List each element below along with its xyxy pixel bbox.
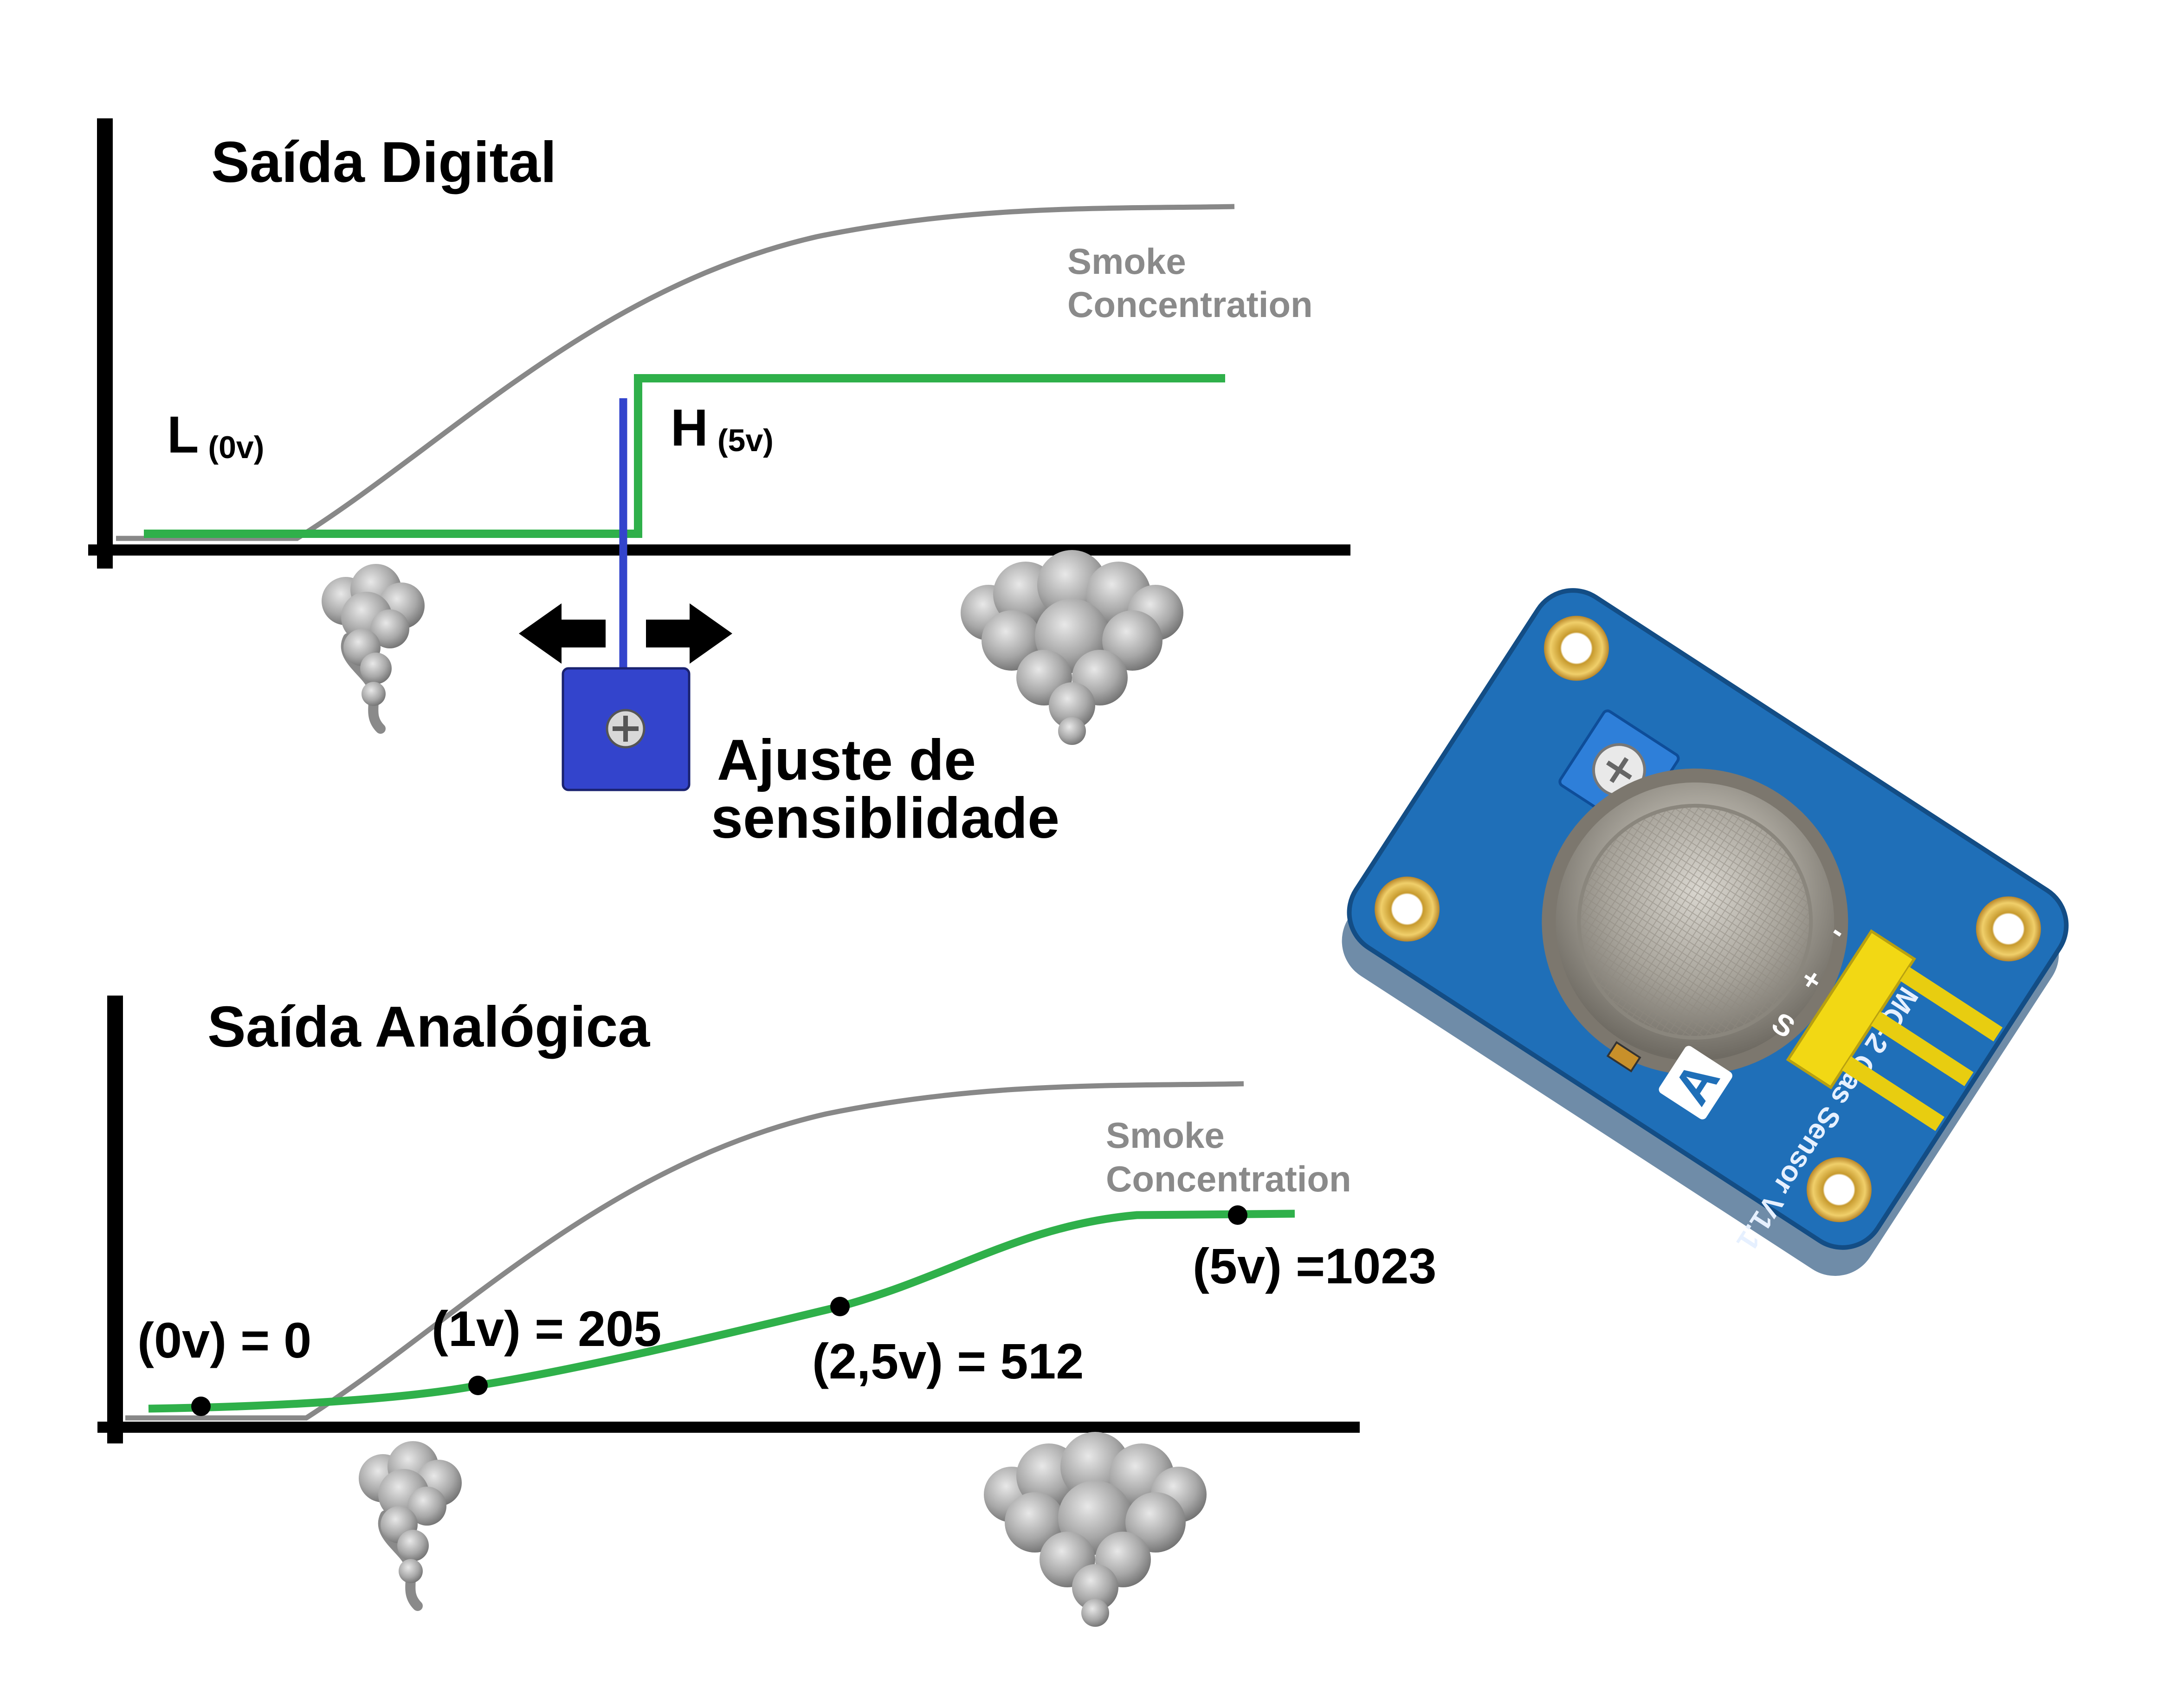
gas-sensor-cap [1542, 768, 1848, 1075]
analog-title: Saída Analógica [207, 995, 650, 1059]
analog-point-5v [1228, 1205, 1247, 1225]
mount-hole [1976, 896, 2041, 962]
low-level-label: L(0v) [167, 406, 264, 465]
digital-smoke-label-line2: Concentration [1067, 284, 1313, 325]
smoke-cloud-light [322, 564, 425, 729]
sensitivity-arrows [519, 603, 732, 664]
analog-output-chart: Saída Analógica Smoke Concentration (0v)… [97, 995, 1436, 1627]
smoke-cloud-heavy-analog [984, 1432, 1207, 1627]
smoke-cloud-heavy [961, 550, 1183, 745]
digital-smoke-curve [116, 204, 1235, 541]
mount-hole [1543, 615, 1609, 681]
sensitivity-adjust-label-line1: Ajuste de [717, 728, 976, 792]
analog-label-0v: (0v) = 0 [137, 1312, 311, 1368]
sensitivity-adjust-label-line2: sensiblidade [711, 786, 1059, 850]
analog-label-2-5v: (2,5v) = 512 [812, 1333, 1084, 1389]
arrow-right-icon [646, 603, 732, 664]
digital-output-chart: Saída Digital Smoke Concentration L(0v) … [88, 118, 1350, 850]
analog-point-0v [191, 1397, 211, 1416]
high-level-label: H(5v) [671, 399, 774, 458]
digital-output-signal [144, 374, 1225, 538]
mount-hole [1807, 1157, 1872, 1223]
digital-smoke-label-line1: Smoke [1067, 241, 1186, 282]
arrow-left-icon [519, 603, 606, 664]
digital-title: Saída Digital [211, 130, 556, 194]
analog-smoke-label-line2: Concentration [1106, 1158, 1351, 1199]
smd-component [1606, 1041, 1641, 1073]
mount-hole [1375, 876, 1440, 942]
potentiometer-knob[interactable] [562, 667, 691, 791]
low-level-sub: (0v) [208, 430, 264, 465]
analog-output-signal [148, 1210, 1295, 1413]
high-level-sub: (5v) [717, 423, 774, 458]
analog-point-1v [468, 1376, 488, 1395]
analog-label-5v: (5v) =1023 [1193, 1238, 1436, 1294]
mq2-sensor-board-photo: MQ-2 Gas Sensor V1.1 - + S A [1342, 588, 2069, 1276]
analog-smoke-label-line1: Smoke [1106, 1115, 1225, 1156]
smoke-cloud-light-analog [359, 1441, 462, 1606]
analog-point-2-5v [830, 1297, 850, 1316]
analog-smoke-curve [125, 1081, 1244, 1421]
analog-label-1v: (1v) = 205 [432, 1300, 661, 1357]
